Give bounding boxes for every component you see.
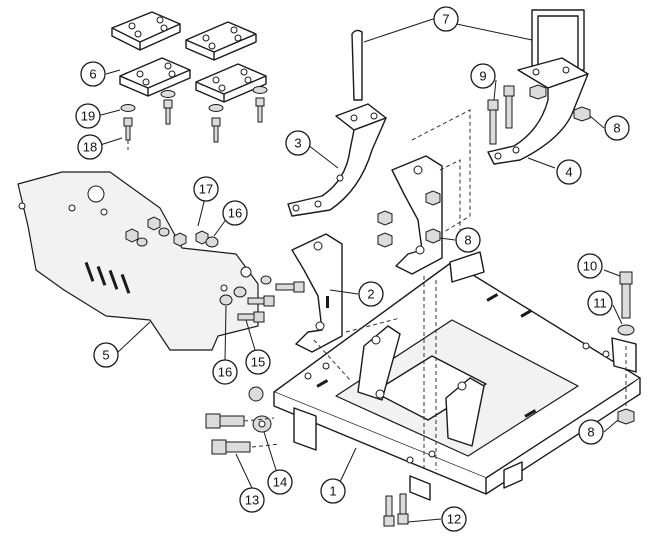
- svg-text:17: 17: [199, 182, 213, 197]
- callout-16-lower: 16: [212, 359, 238, 385]
- svg-text:8: 8: [587, 425, 594, 440]
- bolts-9: [487, 85, 515, 145]
- svg-text:14: 14: [273, 475, 287, 490]
- svg-text:12: 12: [447, 512, 461, 527]
- svg-text:5: 5: [102, 348, 109, 363]
- svg-text:9: 9: [479, 69, 486, 84]
- svg-text:3: 3: [294, 136, 301, 151]
- callout-8-bracket: 8: [604, 115, 630, 141]
- svg-text:13: 13: [245, 493, 259, 508]
- main-frame: [273, 251, 641, 501]
- vertical-mount-plates: [291, 155, 443, 353]
- svg-text:2: 2: [367, 287, 374, 302]
- callout-17: 17: [193, 176, 219, 202]
- right-hardware: [617, 271, 635, 425]
- bottom-bolts-12: [383, 493, 409, 527]
- callout-11: 11: [587, 290, 613, 316]
- pad-bolts: [120, 86, 268, 143]
- svg-text:6: 6: [89, 67, 96, 82]
- svg-text:7: 7: [442, 12, 449, 27]
- side-guard: [17, 171, 259, 351]
- svg-text:1: 1: [329, 484, 336, 499]
- callout-2: 2: [358, 281, 384, 307]
- svg-text:16: 16: [228, 206, 242, 221]
- left-upper-bracket: [287, 103, 387, 217]
- svg-text:4: 4: [565, 165, 572, 180]
- callout-9: 9: [470, 63, 496, 89]
- callout-7: 7: [433, 6, 459, 32]
- callout-3: 3: [285, 130, 311, 156]
- svg-text:16: 16: [218, 365, 232, 380]
- assembly-lines: [127, 109, 627, 470]
- u-bolt: [351, 9, 585, 101]
- callout-13: 13: [239, 487, 265, 513]
- callout-4: 4: [556, 159, 582, 185]
- svg-text:8: 8: [464, 233, 471, 248]
- svg-text:8: 8: [613, 121, 620, 136]
- callout-16-upper: 16: [222, 200, 248, 226]
- svg-text:15: 15: [251, 355, 265, 370]
- callout-8-frame: 8: [578, 419, 604, 445]
- svg-text:18: 18: [83, 140, 97, 155]
- callout-1: 1: [320, 478, 346, 504]
- callout-8-plate: 8: [455, 227, 481, 253]
- callout-19: 19: [75, 103, 101, 129]
- svg-text:11: 11: [593, 296, 607, 311]
- callout-6: 6: [80, 61, 106, 87]
- svg-text:10: 10: [583, 259, 597, 274]
- callout-15: 15: [245, 349, 271, 375]
- callout-18: 18: [77, 134, 103, 160]
- leader-lines: [96, 18, 623, 523]
- callout-10: 10: [577, 253, 603, 279]
- frame-bolts-13: [205, 386, 272, 455]
- guard-hardware: [125, 216, 305, 323]
- right-bracket: [487, 57, 591, 165]
- callout-5: 5: [93, 342, 119, 368]
- callout-12: 12: [441, 506, 467, 532]
- callout-14: 14: [267, 469, 293, 495]
- svg-text:19: 19: [81, 109, 95, 124]
- mounting-pads: [111, 11, 267, 103]
